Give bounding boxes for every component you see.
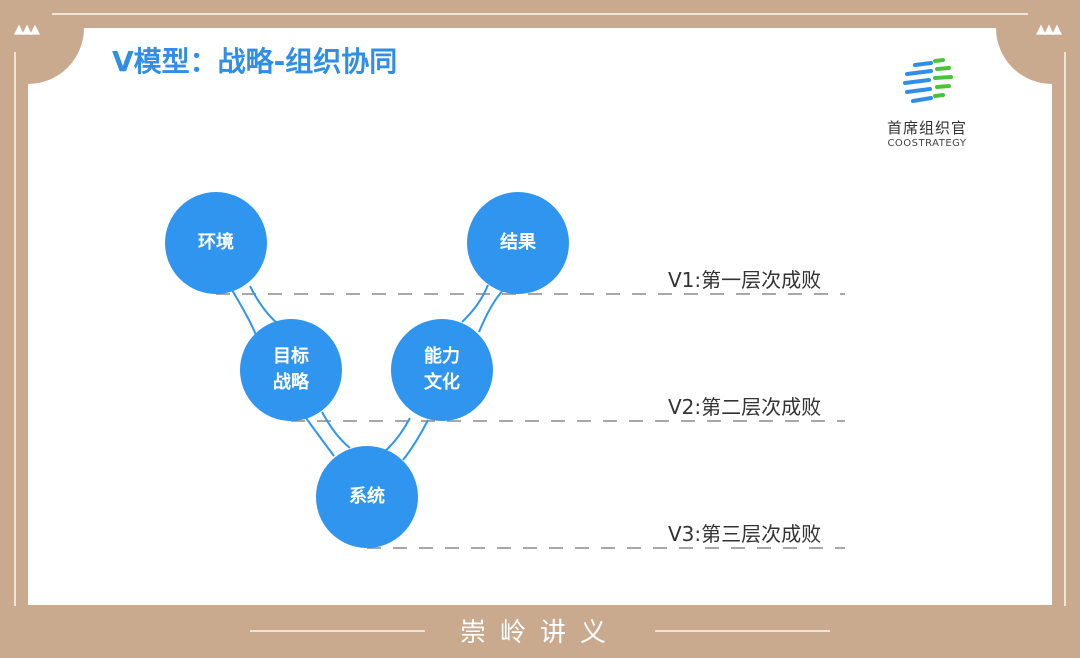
node-label: 战略 <box>273 372 309 393</box>
connector-goal-system <box>321 411 351 449</box>
footer-title: 崇岭讲义 <box>459 618 620 648</box>
slide-panel <box>28 28 1052 605</box>
connector-env-goal <box>249 285 278 324</box>
node-goal-strategy: 目标战略 <box>240 319 342 421</box>
node-label: 系统 <box>349 486 385 507</box>
logo-text-cn: 首席组织官 <box>886 119 967 137</box>
frame-line-top <box>52 13 1028 15</box>
slide-title: V模型：战略-组织协同 <box>112 45 398 78</box>
node-ability-culture: 能力文化 <box>391 319 493 421</box>
frame-line-right <box>1064 52 1066 606</box>
connector-ability-result <box>478 289 504 333</box>
node-result: 结果 <box>467 192 569 294</box>
connector-ability-system <box>383 417 411 453</box>
connector-ability-result <box>461 284 489 323</box>
logo-globe-icon <box>903 58 953 103</box>
frame-line-left <box>14 52 16 606</box>
node-label: 目标 <box>273 346 309 367</box>
connector-goal-system <box>305 417 335 457</box>
mountain-icon: ▲▲▲ <box>14 22 40 37</box>
footer-line-right <box>655 630 830 632</box>
node-environment: 环境 <box>165 192 267 294</box>
mountain-icon: ▲▲▲ <box>1036 22 1062 37</box>
level-label-v2: V2:第二层次成败 <box>668 395 822 419</box>
logo: 首席组织官 COOSTRATEGY <box>862 55 992 165</box>
connector-ability-system <box>402 419 429 461</box>
connector-env-goal <box>231 289 257 336</box>
node-label: 文化 <box>424 372 460 393</box>
level-label-v3: V3:第三层次成败 <box>668 522 822 546</box>
node-label: 结果 <box>500 232 536 253</box>
level-label-v1: V1:第一层次成败 <box>668 268 822 292</box>
node-label: 能力 <box>424 346 460 367</box>
logo-text-en: COOSTRATEGY <box>887 138 967 149</box>
node-label: 环境 <box>198 232 234 253</box>
footer-line-left <box>250 630 425 632</box>
connectors <box>231 284 504 461</box>
level-dividers <box>216 293 845 549</box>
node-system: 系统 <box>316 446 418 548</box>
